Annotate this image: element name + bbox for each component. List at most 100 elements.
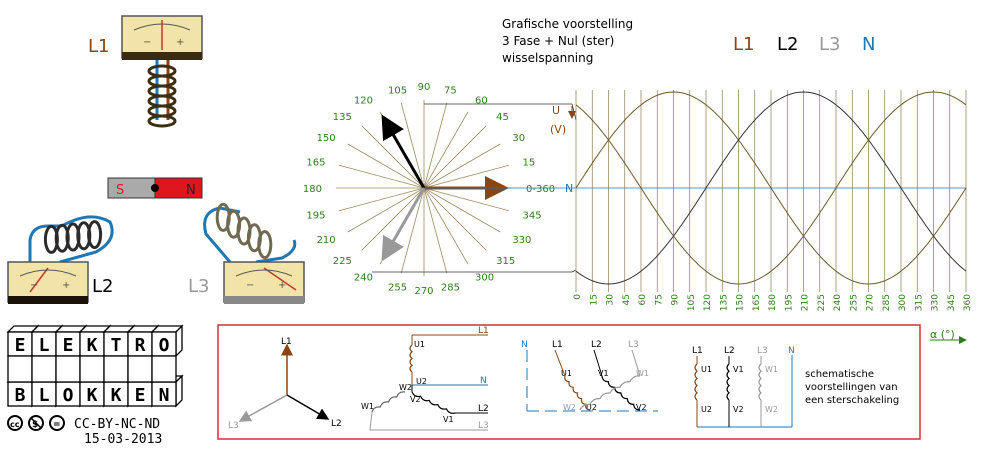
- phasor-angle-label: 105: [388, 85, 407, 96]
- svg-text:+: +: [62, 280, 70, 291]
- vert-v1: V1: [733, 365, 744, 374]
- diag-l1: L1: [552, 340, 563, 350]
- phasor-ray: [361, 187, 425, 251]
- phasor-ray: [338, 187, 425, 212]
- vert-n: N: [788, 346, 795, 356]
- peak-connector: [571, 103, 577, 121]
- phasor-angle-label: 120: [354, 96, 373, 107]
- magnet-north: N: [186, 183, 196, 198]
- phasor-ray: [423, 111, 469, 189]
- generator-illustration: L1 − + S N −: [7, 15, 305, 304]
- logo-letter: E: [63, 335, 74, 356]
- vert-v2: V2: [733, 405, 744, 414]
- svg-text:−: −: [246, 280, 254, 291]
- x-tick-label: 30: [606, 294, 616, 306]
- x-tick-label: 60: [638, 294, 648, 306]
- x-tick-label: 195: [784, 294, 794, 311]
- x-axis-label: α (°): [930, 328, 955, 341]
- coil-l1: [147, 64, 177, 128]
- phasor-angle-label: 315: [496, 256, 515, 267]
- phasor-angle-label: 225: [333, 256, 352, 267]
- winding: [694, 363, 698, 401]
- meter-l3: − + L3: [188, 202, 305, 304]
- winding: [726, 363, 730, 401]
- diag-u2: U2: [586, 403, 597, 412]
- svg-text:+: +: [176, 37, 184, 48]
- phasor-ray: [423, 102, 448, 189]
- trough-connector: [571, 269, 577, 273]
- phasor-ray: [423, 187, 501, 233]
- phasor-ray: [400, 187, 425, 274]
- phasor-vector: [381, 187, 426, 262]
- schematic-caption: schematische voorstellingen van een ster…: [805, 369, 899, 406]
- x-tick-label: 120: [703, 294, 713, 311]
- phasor-angle-label: 0-360: [526, 184, 555, 195]
- phasor-angle-label: 90: [418, 82, 431, 93]
- phasor-angle-label: 150: [317, 133, 336, 144]
- block-face: [151, 381, 177, 407]
- block-face: [103, 381, 129, 407]
- diag-l3: L3: [628, 340, 639, 350]
- logo-letter: T: [111, 335, 122, 356]
- vert-w2: W2: [765, 405, 778, 414]
- phasor-ray: [361, 125, 425, 189]
- phasor-angle-label: 210: [317, 235, 336, 246]
- vert-w1: W1: [765, 365, 778, 374]
- svg-text:$: $: [32, 420, 38, 430]
- phasor-angle-label: 45: [496, 112, 509, 123]
- svg-text:=: =: [53, 420, 61, 430]
- logo-spacer-block: [127, 355, 153, 383]
- logo-spacer-block: [151, 355, 177, 383]
- zero-line-label: N: [565, 182, 573, 195]
- phasor-angle-label: 60: [475, 96, 488, 107]
- coil-loop: [147, 114, 177, 128]
- x-tick-label: 255: [849, 294, 859, 311]
- phasor-angle-label: 195: [306, 210, 325, 221]
- vert-l2: L2: [724, 346, 735, 356]
- legend-n: N: [862, 34, 875, 55]
- block-face: [7, 331, 33, 357]
- magnet-south: S: [116, 183, 124, 198]
- phasor-angle-label: 135: [333, 112, 352, 123]
- logo-letter: L: [39, 385, 50, 406]
- vert-l3: L3: [757, 346, 768, 356]
- logo-letter: O: [159, 335, 170, 356]
- lead: [631, 349, 641, 377]
- delta-w1: W1: [361, 402, 374, 411]
- diag-w2: W2: [563, 403, 576, 412]
- schematics-frame: [217, 324, 921, 440]
- delta-n: N: [480, 376, 487, 386]
- logo-spacer-block: [31, 355, 57, 383]
- phasor-ray: [347, 187, 425, 233]
- phasor-angle-label: 345: [523, 210, 542, 221]
- delta-u1: U1: [414, 340, 425, 349]
- phasor-angle-label: 330: [512, 235, 531, 246]
- phasor-angle-label: 300: [475, 272, 494, 283]
- logo-letter: K: [87, 335, 98, 356]
- star-l1: L1: [281, 337, 292, 347]
- title-line-1: Grafische voorstelling: [502, 17, 633, 31]
- phasor-angle-label: 15: [523, 158, 536, 169]
- phasor-ray: [423, 187, 510, 212]
- y-axis-label-unit: (V): [550, 123, 566, 136]
- star-l3: L3: [228, 421, 239, 431]
- x-tick-label: 75: [654, 294, 664, 305]
- block-face: [103, 331, 129, 357]
- logo-letter: K: [87, 385, 98, 406]
- x-tick-label: 345: [947, 294, 957, 311]
- x-tick-label: 330: [931, 294, 941, 311]
- x-tick-label: 270: [866, 294, 876, 311]
- vert-u1: U1: [701, 365, 712, 374]
- x-tick-label: 180: [768, 294, 778, 311]
- phasor-ray: [423, 143, 501, 189]
- lead: [593, 349, 603, 377]
- meter-l2: − + L2: [7, 215, 114, 304]
- diag-v1: V1: [598, 369, 609, 378]
- legend-l1: L1: [733, 34, 754, 55]
- delta-l2: L2: [478, 404, 489, 414]
- lead: [554, 349, 566, 377]
- legend: L1 L2 L3 N: [733, 34, 875, 55]
- logo-date: 15-03-2013: [84, 432, 162, 447]
- title-line-3: wisselspanning: [502, 51, 593, 65]
